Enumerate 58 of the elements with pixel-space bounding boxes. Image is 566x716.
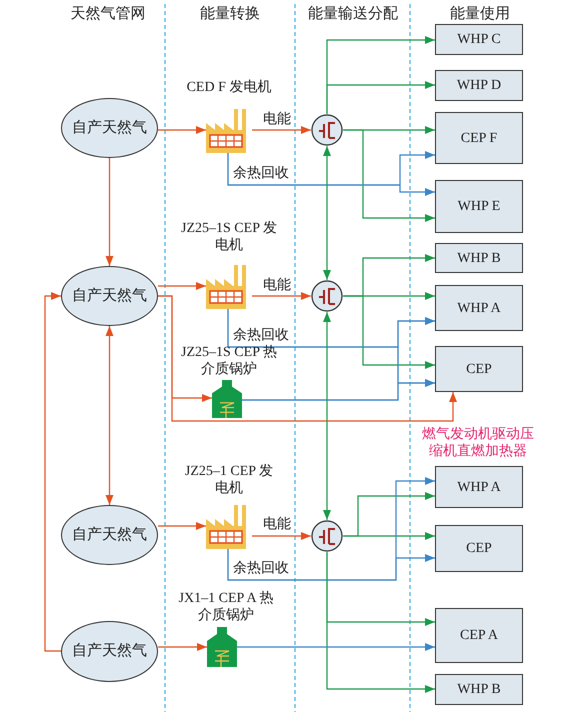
- arrow: [237, 643, 435, 651]
- equipment-caption: CED F 发电机: [186, 79, 272, 96]
- edge-label: 电能: [262, 112, 292, 128]
- arrow: [227, 153, 435, 196]
- edge-label: 电能: [262, 278, 292, 294]
- arrow: [158, 295, 457, 422]
- column-header: 能量使用: [449, 6, 511, 23]
- consumer-box: WHP A: [435, 466, 523, 508]
- consumer-box: CEP: [435, 525, 523, 572]
- equipment-caption: JZ25–1S CEP 发电机: [180, 220, 278, 254]
- arrow: [242, 379, 435, 401]
- edge-label: 电能: [262, 517, 292, 533]
- column-header: 能量转换: [199, 6, 261, 23]
- edge-label: 余热回收: [232, 328, 290, 344]
- arrow: [158, 126, 206, 134]
- switch-icon: [311, 114, 343, 146]
- equipment-caption: JX1–1 CEP A 热介质锅炉: [178, 590, 274, 624]
- consumer-box: WHP D: [435, 70, 523, 101]
- arrow: [252, 292, 311, 300]
- switch-icon: [311, 280, 343, 312]
- arrow: [252, 532, 311, 540]
- gas-source-ellipse: 自产天然气: [61, 98, 158, 158]
- column-header: 天然气管网: [70, 6, 146, 23]
- consumer-box: CEP A: [435, 608, 523, 663]
- arrow: [252, 126, 311, 134]
- gas-source-ellipse: 自产天然气: [61, 266, 158, 326]
- consumer-box: CEP: [435, 346, 523, 392]
- consumer-box: WHP B: [435, 243, 523, 273]
- arrow: [106, 326, 114, 505]
- arrow: [158, 282, 206, 290]
- consumer-box: WHP B: [435, 674, 523, 705]
- arrow: [323, 312, 331, 520]
- arrow: [343, 129, 435, 222]
- consumer-box: WHP C: [435, 24, 523, 55]
- gas-source-ellipse: 自产天然气: [61, 505, 158, 565]
- equipment-caption: JZ25–1 CEP 发电机: [184, 463, 274, 497]
- annotation-text: 燃气发动机驱动压缩机直燃加热器: [421, 426, 535, 460]
- boiler-icon: [207, 627, 237, 667]
- arrow: [326, 552, 435, 693]
- column-header: 能量输送分配: [307, 6, 399, 23]
- equipment-caption: JZ25–1S CEP 热介质锅炉: [180, 344, 278, 378]
- arrow: [326, 81, 435, 114]
- boiler-icon: [212, 380, 242, 418]
- arrow: [158, 522, 206, 530]
- arrow: [342, 532, 435, 540]
- edge-label: 余热回收: [232, 561, 290, 577]
- arrow: [158, 643, 207, 651]
- gas-source-ellipse: 自产天然气: [61, 621, 158, 682]
- edge-label: 余热回收: [232, 166, 290, 182]
- consumer-box: WHP E: [435, 180, 523, 233]
- arrow: [343, 295, 435, 369]
- arrow: [44, 292, 61, 652]
- consumer-box: CEP F: [435, 112, 523, 164]
- arrow: [227, 549, 435, 581]
- consumer-box: WHP A: [435, 285, 523, 331]
- switch-icon: [311, 520, 343, 552]
- arrow: [323, 146, 331, 280]
- arrow: [106, 158, 114, 266]
